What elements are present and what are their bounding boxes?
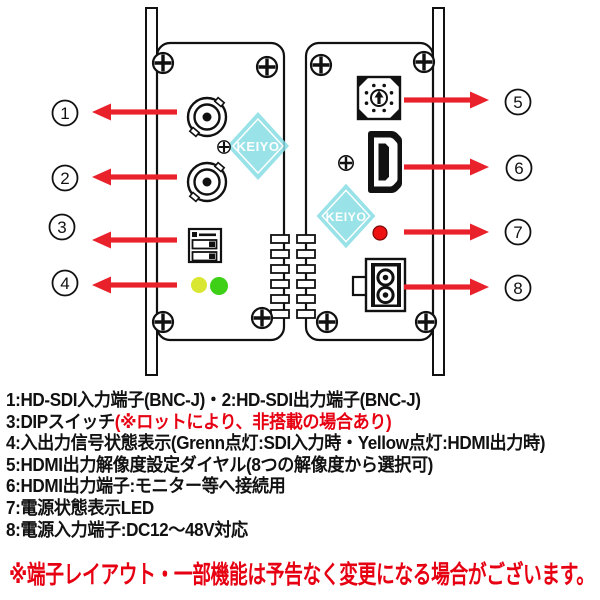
callout-digit: 4 xyxy=(60,274,69,293)
bnc-input-connector xyxy=(186,96,228,138)
bnc-output-connector xyxy=(186,161,228,203)
callout-number-8: 8 xyxy=(504,274,532,302)
callout-digit: 6 xyxy=(514,159,523,178)
watermark-diamond xyxy=(316,183,376,249)
callout-digit: 1 xyxy=(60,104,69,123)
legend-text: 5:HDMI出力解像度設定ダイヤル(8つの解像度から選択可) xyxy=(6,454,433,475)
right-device-panel: KEIYO xyxy=(296,7,445,376)
small-screw-icon xyxy=(216,139,232,155)
device-drawing: KEIYO xyxy=(48,7,533,376)
legend-line-3: 4:入出力信号状態表示(Grenn点灯:SDI入力時・Yellow点灯:HDMI… xyxy=(6,433,570,455)
legend-text: 4:入出力信号状態表示(Grenn点灯:SDI入力時・Yellow点灯:HDMI… xyxy=(6,433,546,454)
legend-line-5: 6:HDMI出力端子:モニター等へ接続用 xyxy=(6,476,570,498)
watermark-inner-diamond xyxy=(321,189,371,243)
legend-line-4: 5:HDMI出力解像度設定ダイヤル(8つの解像度から選択可) xyxy=(6,455,570,477)
callout-number-1: 1 xyxy=(51,99,79,127)
corner-screw-icon xyxy=(309,53,333,77)
legend-text: 8:電源入力端子:DC12〜48V対応 xyxy=(6,519,248,540)
callout-number-2: 2 xyxy=(51,164,79,192)
callout-digit: 8 xyxy=(513,279,522,298)
legend-line-6: 7:電源状態表示LED xyxy=(6,498,570,520)
status-led-yellow xyxy=(191,277,207,293)
callout-digit: 5 xyxy=(513,93,522,112)
corner-screw-icon xyxy=(412,50,436,74)
keiyo-watermark-right: KEIYO xyxy=(316,183,376,249)
corner-screw-icon xyxy=(255,55,279,79)
legend-text: 6:HDMI出力端子:モニター等へ接続用 xyxy=(6,476,286,497)
legend-line-7: 8:電源入力端子:DC12〜48V対応 xyxy=(6,520,570,542)
callout-digit: 3 xyxy=(57,218,66,237)
watermark-text: KEIYO xyxy=(237,139,280,154)
legend-text: 7:電源状態表示LED xyxy=(6,497,154,518)
corner-screw-icon xyxy=(414,310,438,334)
callout-number-5: 5 xyxy=(504,88,532,116)
keiyo-watermark-left: KEIYO xyxy=(227,112,289,180)
resolution-dial xyxy=(356,75,402,121)
callout-number-6: 6 xyxy=(505,154,533,182)
status-led-green xyxy=(210,277,228,295)
callout-number-3: 3 xyxy=(48,213,76,241)
power-led-red xyxy=(372,225,388,241)
dip-switch xyxy=(187,227,223,264)
corner-screw-icon xyxy=(151,51,175,75)
callout-digit: 7 xyxy=(513,223,522,242)
callout-digit: 2 xyxy=(60,169,69,188)
legend-note-red: (※ロットにより、非搭載の場合あり) xyxy=(114,411,392,432)
small-screw-icon xyxy=(337,154,355,172)
corner-screw-icon xyxy=(250,306,274,330)
left-device-panel: KEIYO xyxy=(145,7,290,376)
callout-number-7: 7 xyxy=(504,218,532,246)
watermark-diamond xyxy=(227,112,289,180)
watermark-inner-diamond xyxy=(231,117,285,175)
watermark-text: KEIYO xyxy=(326,210,367,224)
hdmi-port xyxy=(368,131,402,194)
legend: 1:HD-SDI入力端子(BNC-J)・2:HD-SDI出力端子(BNC-J) … xyxy=(6,390,570,541)
legend-line-1: 1:HD-SDI入力端子(BNC-J)・2:HD-SDI出力端子(BNC-J) xyxy=(6,390,570,412)
disclaimer-text: ※端子レイアウト・一部機能は予告なく変更になる場合がございます。 xyxy=(9,561,595,589)
corner-screw-icon xyxy=(151,310,175,334)
legend-text: 1:HD-SDI入力端子(BNC-J)・2:HD-SDI出力端子(BNC-J) xyxy=(6,390,421,410)
power-terminal xyxy=(351,257,407,313)
corner-screw-icon xyxy=(315,310,339,334)
legend-text: 3:DIPスイッチ xyxy=(6,411,115,432)
callout-numbers: 1 2 3 4 5 6 7 xyxy=(48,88,533,302)
callout-number-4: 4 xyxy=(51,269,79,297)
legend-line-2: 3:DIPスイッチ(※ロットにより、非搭載の場合あり) xyxy=(6,412,570,434)
